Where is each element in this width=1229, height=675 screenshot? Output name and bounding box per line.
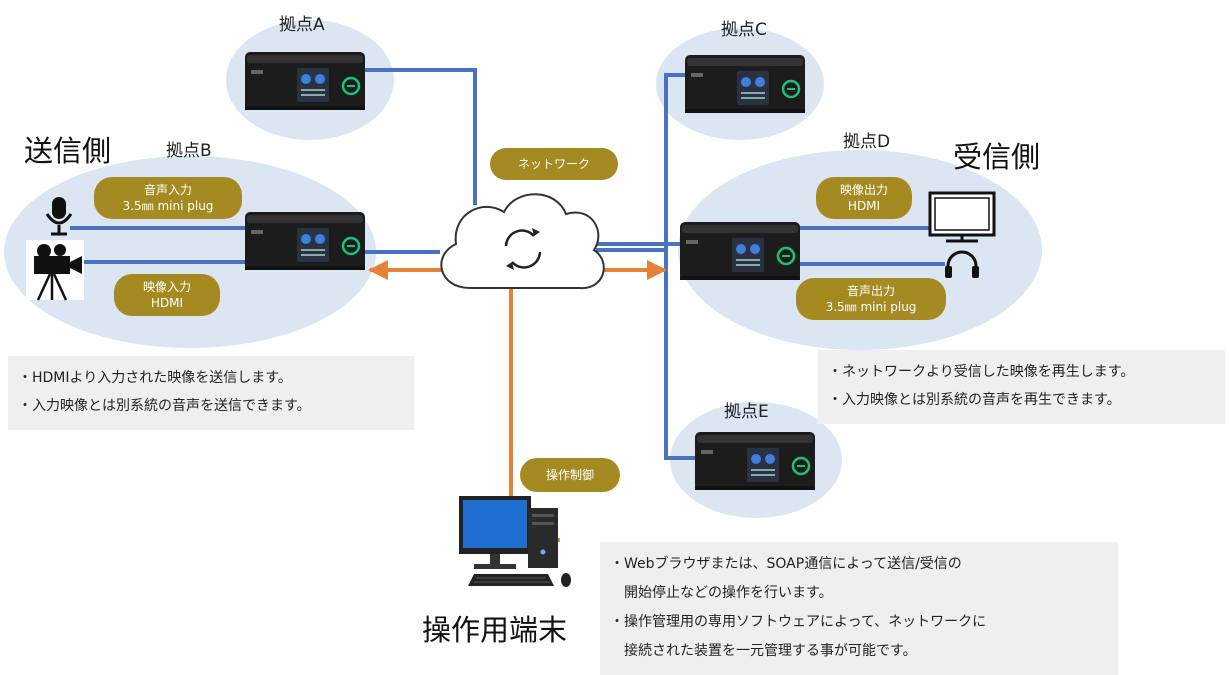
video-input-line1: 映像入力 — [142, 280, 191, 294]
control-pill-label: 操作制御 — [545, 468, 594, 482]
terminal-note-line: ・Webブラウザまたは、SOAP通信によって送信/受信の — [610, 556, 962, 572]
audio-output-pill: 音声出力 3.5㎜ mini plug — [796, 278, 946, 320]
network-pill: ネットワーク — [490, 148, 618, 180]
site-e-label: 拠点E — [724, 402, 769, 422]
microphone-icon — [45, 197, 73, 236]
site-b-label: 拠点B — [166, 141, 212, 161]
audio-input-line2: 3.5㎜ mini plug — [122, 199, 214, 213]
video-output-line2: HDMI — [847, 199, 881, 213]
video-output-line1: 映像出力 — [839, 183, 888, 197]
audio-input-line1: 音声入力 — [143, 183, 192, 197]
device-site-e — [693, 430, 817, 492]
site-d-label: 拠点D — [843, 132, 891, 152]
sender-title: 送信側 — [24, 134, 112, 168]
sender-note: ・HDMIより入力された映像を送信します。 ・入力映像とは別系統の音声を送信でき… — [8, 356, 414, 430]
terminal-title: 操作用端末 — [422, 613, 568, 647]
video-input-pill: 映像入力 HDMI — [114, 274, 220, 316]
device-site-a — [243, 50, 367, 112]
receiver-note-line: ・ネットワークより受信した映像を再生します。 — [828, 364, 1135, 380]
network-pill-label: ネットワーク — [517, 157, 590, 171]
receiver-title: 受信側 — [953, 140, 1041, 174]
terminal-note-line: 開始停止などの操作を行います。 — [610, 585, 833, 601]
receiver-note: ・ネットワークより受信した映像を再生します。 ・入力映像とは別系統の音声を再生で… — [818, 350, 1225, 424]
cloud-sync-icon — [440, 193, 605, 290]
sender-note-line: ・HDMIより入力された映像を送信します。 — [18, 370, 292, 386]
receiver-note-line: ・入力映像とは別系統の音声を再生できます。 — [828, 392, 1121, 408]
monitor-icon — [928, 191, 996, 243]
sender-note-line: ・入力映像とは別系統の音声を送信できます。 — [18, 398, 311, 414]
terminal-note-line: 接続された装置を一元管理する事が可能です。 — [610, 643, 917, 659]
audio-output-line2: 3.5㎜ mini plug — [825, 300, 917, 314]
audio-output-line1: 音声出力 — [846, 284, 895, 298]
control-pill: 操作制御 — [520, 458, 620, 492]
desktop-computer-icon — [459, 496, 571, 587]
device-site-b — [243, 210, 367, 272]
audio-input-pill: 音声入力 3.5㎜ mini plug — [94, 177, 242, 219]
device-site-c — [683, 53, 807, 115]
device-site-d — [678, 220, 802, 282]
terminal-note: ・Webブラウザまたは、SOAP通信によって送信/受信の 開始停止などの操作を行… — [600, 542, 1118, 675]
site-a-label: 拠点A — [279, 15, 325, 35]
terminal-note-line: ・操作管理用の専用ソフトウェアによって、ネットワークに — [610, 614, 987, 630]
video-camera-icon — [26, 240, 84, 301]
site-c-label: 拠点C — [721, 20, 767, 40]
video-input-line2: HDMI — [150, 296, 184, 310]
headphones-icon — [945, 250, 979, 278]
video-output-pill: 映像出力 HDMI — [816, 177, 912, 219]
